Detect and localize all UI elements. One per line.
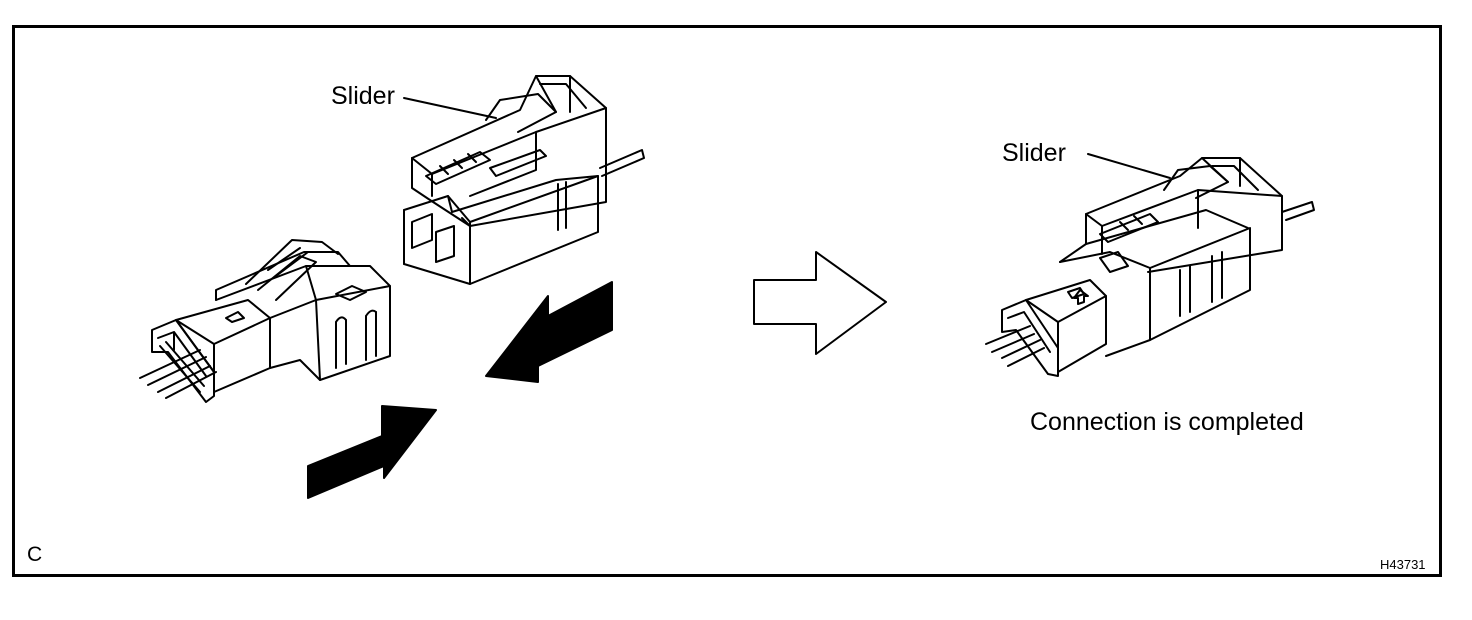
male-connector-icon: [139, 239, 391, 403]
slider-left-leader: [403, 97, 497, 119]
corner-letter: C: [27, 543, 43, 566]
connection-caption: Connection is completed: [1030, 408, 1304, 436]
figure-id: H43731: [1380, 557, 1426, 572]
push-arrow-icon: [307, 281, 613, 499]
mated-connector-icon: [985, 157, 1315, 377]
slider-right-leader: [1087, 153, 1171, 179]
female-connector-icon: [403, 75, 645, 285]
slider-label-left: Slider: [331, 82, 395, 110]
result-arrow-icon: [753, 251, 887, 355]
slider-label-right: Slider: [1002, 139, 1066, 167]
figure-frame: [12, 25, 1442, 577]
